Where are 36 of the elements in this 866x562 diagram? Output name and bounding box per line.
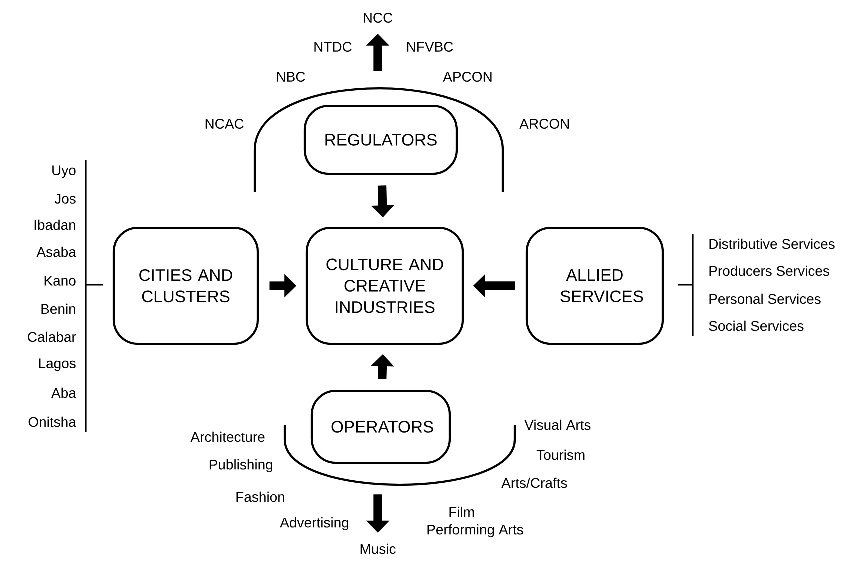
sector-label: Architecture [190,432,265,442]
operator-box: OPERATORS [310,390,452,464]
agency-label: NBC [277,72,306,82]
sector-label: Arts/Crafts [502,478,568,488]
central-box: CULTURE AND CREATIVE INDUSTRIES [306,226,464,346]
city-label: Benin [42,304,76,314]
sector-label: Advertising [280,517,348,531]
sector-label: Tourism [536,450,585,460]
service-label: Distributive Services [710,238,835,250]
city-label: Uyo [52,166,76,178]
sector-label: Publishing [210,459,272,473]
agency-label: NTDC [314,42,352,52]
city-label: Onitsha [28,416,76,428]
city-label: Jos [54,194,76,204]
city-label: Calabar [28,332,76,342]
process-box: CITIES AND CLUSTERS [112,226,260,346]
regulator-box: REGULATORS [304,104,458,176]
agency-label: NFVBC [407,42,454,52]
node-label: NCC [364,13,393,23]
agency-label: APCON [443,72,492,82]
sector-label: Performing Arts [428,524,524,538]
city-label: Lagos [39,358,76,372]
agency-label: NCAC [206,119,244,129]
service-label: Social Services [709,320,804,332]
city-label: Ibadan [34,220,76,230]
sector-label: Visual Arts [524,420,591,430]
sector-label: Fashion [236,492,284,502]
process-box: ALLIED SERVICES [526,226,664,346]
node-label: Music [360,544,396,554]
agency-label: ARCON [520,119,570,129]
service-label: Personal Services [710,294,821,304]
city-label: Asaba [36,246,76,258]
service-label: Producers Services [710,266,830,276]
city-label: Kano [44,276,76,286]
city-label: Aba [52,388,76,398]
sector-label: Film [450,506,474,518]
